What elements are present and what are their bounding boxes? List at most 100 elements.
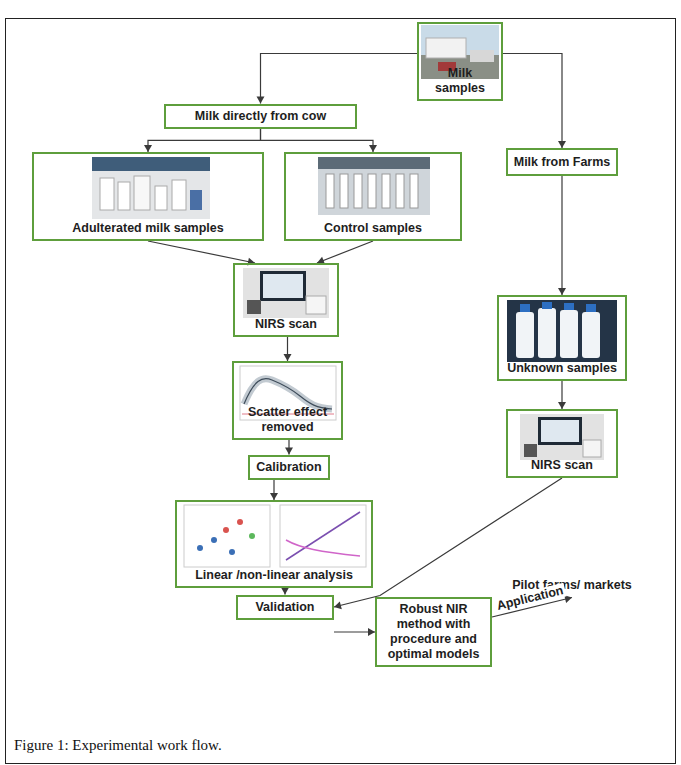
scan-box: NIRS scan	[506, 409, 618, 478]
tube	[410, 174, 418, 208]
sample-box: Unknown samples	[497, 295, 627, 381]
arrowhead	[558, 288, 566, 295]
flow-arrow	[285, 440, 293, 455]
flow-arrow	[284, 337, 292, 361]
arrowhead	[285, 448, 293, 455]
box-label: Linear /non-linear analysis	[195, 568, 353, 583]
bench	[92, 157, 210, 219]
box-label: Milk from Farms	[514, 155, 611, 170]
flow-arrow	[503, 54, 566, 149]
rack	[318, 157, 430, 215]
tube	[340, 174, 348, 208]
nirs-photo	[243, 268, 329, 318]
arrowhead	[281, 588, 289, 595]
screen-view	[541, 420, 579, 442]
arrowhead	[369, 145, 377, 152]
score-plot	[184, 505, 270, 567]
tube	[382, 174, 390, 208]
screen-view	[263, 274, 303, 298]
result-box: Robust NIR method with procedure and opt…	[375, 597, 492, 667]
cap	[520, 304, 530, 312]
cap	[586, 304, 596, 312]
figure-caption: Figure 1: Experimental work flow.	[14, 736, 222, 754]
sample-box: Control samples	[284, 152, 462, 241]
tubes-photo	[318, 157, 430, 215]
box-label: Control samples	[324, 221, 422, 236]
flow-arrow	[281, 588, 289, 595]
box-label: NIRS scan	[531, 458, 593, 473]
connector-line	[148, 129, 261, 153]
box-label: Unknown samples	[507, 361, 617, 376]
flow-arrow	[148, 241, 255, 266]
bottle	[582, 312, 600, 358]
arrowhead	[257, 97, 265, 104]
sample-cup	[583, 440, 601, 457]
bottle	[134, 176, 150, 210]
tube	[368, 174, 376, 208]
bottle	[560, 310, 578, 358]
flow-arrow	[270, 480, 278, 501]
connector-line	[317, 241, 373, 263]
point	[197, 545, 203, 551]
box-label: Milk directly from cow	[195, 109, 326, 124]
tube	[396, 174, 404, 208]
box-label: Milk samples	[423, 66, 497, 96]
arrowhead	[368, 628, 375, 636]
building	[426, 38, 466, 58]
vehicle	[470, 50, 494, 62]
arrowhead	[558, 402, 566, 409]
analysis-box: Linear /non-linear analysis	[175, 500, 373, 588]
box-label: Calibration	[256, 460, 321, 475]
box-label: Validation	[255, 600, 314, 615]
desk	[243, 268, 329, 318]
process-box: Validation	[236, 595, 334, 620]
arrowhead	[270, 493, 278, 500]
arrowhead	[144, 145, 152, 152]
bottle	[538, 308, 556, 358]
desk	[520, 414, 604, 460]
background	[507, 300, 617, 362]
connector-line	[261, 129, 374, 153]
flow-arrow	[317, 241, 373, 264]
connector-line	[561, 176, 562, 295]
cap	[564, 303, 574, 310]
rack-top	[318, 157, 430, 169]
flow-arrow	[261, 129, 378, 153]
scanner	[524, 444, 537, 457]
curve	[286, 540, 360, 556]
point	[229, 549, 235, 555]
connector-line	[148, 241, 255, 263]
arrowhead	[334, 601, 342, 609]
analysis-plots	[184, 505, 366, 567]
connector-line	[503, 54, 562, 149]
laptop-screen	[260, 271, 306, 301]
bottle	[190, 190, 202, 210]
bottle	[155, 186, 167, 210]
bottle	[118, 182, 130, 210]
flow-arrow	[257, 54, 418, 104]
box-label: Adulterated milk samples	[72, 221, 223, 236]
process-box: Milk from Farms	[506, 148, 618, 176]
laptop-screen	[538, 417, 582, 445]
bottle	[172, 180, 186, 210]
nirs-photo	[520, 414, 604, 460]
lab-photo	[92, 157, 210, 219]
box-label: Robust NIR method with procedure and opt…	[381, 602, 486, 662]
box-label: NIRS scan	[255, 317, 317, 332]
source-box: Milk samples	[417, 22, 503, 101]
flow-arrow	[144, 129, 261, 153]
cap	[542, 302, 552, 309]
process-box: Scatter effect removed	[232, 361, 343, 440]
shelf	[92, 157, 210, 171]
tube	[354, 174, 362, 208]
flow-arrow	[558, 176, 566, 295]
process-box: Calibration	[248, 455, 330, 480]
fit-line	[286, 512, 360, 560]
regression-plot	[280, 505, 366, 567]
bottles-photo	[507, 300, 617, 362]
sample-cup	[306, 296, 326, 314]
scanner	[247, 300, 261, 314]
tube	[326, 174, 334, 208]
scan-box: NIRS scan	[233, 263, 339, 337]
